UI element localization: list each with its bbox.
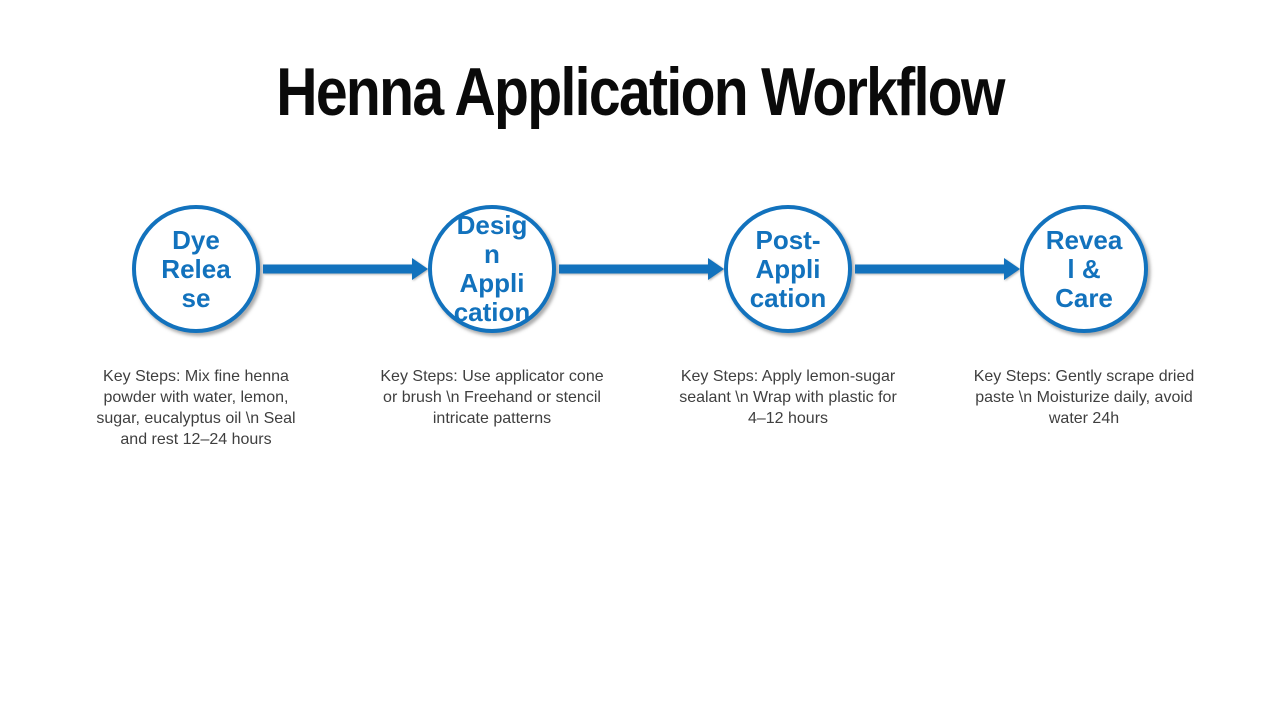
step-key-steps: Key Steps: Apply lemon-sugar sealant \n …	[679, 368, 897, 427]
step-circle-reveal-care: Revea l & Care	[1020, 205, 1148, 333]
step-circle-design-application: Desig n Appli cation	[428, 205, 556, 333]
step-circle-label: Desig n Appli cation	[453, 210, 531, 327]
step-key-steps: Key Steps: Gently scrape dried paste \n …	[973, 368, 1195, 427]
step-key-steps: Key Steps: Use applicator cone or brush …	[380, 368, 604, 427]
step-circle-post-application: Post- Appli cation	[724, 205, 852, 333]
step-circle-label: Dye Relea se	[161, 224, 231, 313]
flow-arrow	[559, 258, 724, 280]
step-circle-dye-release: Dye Relea se	[132, 205, 260, 333]
flow-arrow	[263, 258, 428, 280]
step-key-steps: Key Steps: Mix fine henna powder with wa…	[96, 368, 296, 448]
flow-arrow	[855, 258, 1020, 280]
slide-title: Henna Application Workflow	[276, 54, 1005, 130]
step-circle-label: Revea l & Care	[1045, 224, 1123, 313]
step-circle-label: Post- Appli cation	[749, 224, 827, 313]
